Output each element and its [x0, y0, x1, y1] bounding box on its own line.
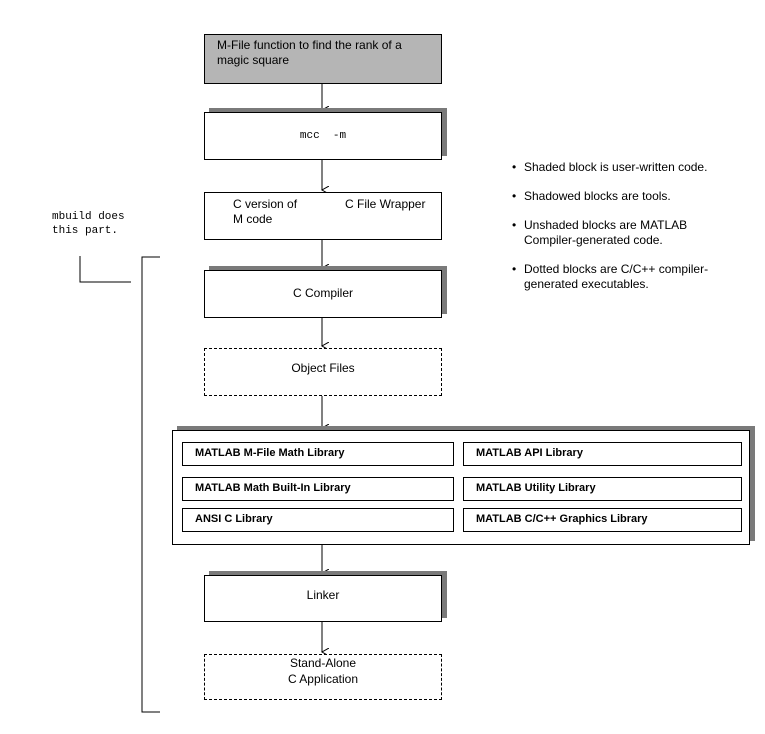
mbuild-bracket: [141, 256, 160, 713]
legend-item-dotted: • Dotted blocks are C/C++ compiler-gener…: [512, 262, 734, 292]
bullet-icon: •: [512, 262, 517, 276]
object-files-label: Object Files: [291, 361, 355, 375]
bullet-icon: •: [512, 218, 517, 232]
legend-item-unshaded: • Unshaded blocks are MATLAB Compiler-ge…: [512, 218, 714, 248]
library-mfile-math: MATLAB M-File Math Library: [182, 442, 454, 466]
legend-text: Dotted blocks are C/C++ compiler-generat…: [524, 262, 709, 291]
bullet-icon: •: [512, 160, 517, 174]
legend-item-shaded: • Shaded block is user-written code.: [512, 160, 752, 175]
c-compiler-label: C Compiler: [292, 286, 353, 300]
legend-item-shadowed: • Shadowed blocks are tools.: [512, 189, 752, 204]
legend-list: • Shaded block is user-written code. • S…: [512, 160, 752, 306]
library-utility: MATLAB Utility Library: [463, 477, 742, 501]
legend-text: Shaded block is user-written code.: [524, 160, 708, 174]
mcc-block-label: mcc -m: [299, 130, 347, 142]
standalone-block: Stand-Alone C Application: [204, 654, 442, 700]
mcc-block: mcc -m: [204, 112, 442, 160]
object-files-block: Object Files: [204, 348, 442, 396]
c-compiler-block: C Compiler: [204, 270, 442, 318]
library-graphics: MATLAB C/C++ Graphics Library: [463, 508, 742, 532]
c-wrapper-label: C File Wrapper: [345, 197, 426, 211]
mfile-block: M-File function to find the rank of a ma…: [204, 34, 442, 84]
linker-label: Linker: [306, 588, 340, 602]
libraries-block: MATLAB M-File Math Library MATLAB API Li…: [172, 430, 750, 545]
library-math-builtin: MATLAB Math Built-In Library: [182, 477, 454, 501]
library-ansi-c: ANSI C Library: [182, 508, 454, 532]
c-source-block: C version of M code C File Wrapper: [204, 192, 442, 240]
linker-block: Linker: [204, 575, 442, 622]
legend-text: Unshaded blocks are MATLAB Compiler-gene…: [524, 218, 688, 247]
standalone-label: Stand-Alone C Application: [287, 656, 359, 686]
mfile-block-label: M-File function to find the rank of a ma…: [217, 38, 402, 67]
mbuild-pointer: [79, 256, 131, 283]
c-version-label: C version of M code: [233, 197, 298, 226]
mbuild-note: mbuild does this part.: [52, 211, 125, 237]
library-api: MATLAB API Library: [463, 442, 742, 466]
bullet-icon: •: [512, 189, 517, 203]
legend-text: Shadowed blocks are tools.: [524, 189, 671, 203]
